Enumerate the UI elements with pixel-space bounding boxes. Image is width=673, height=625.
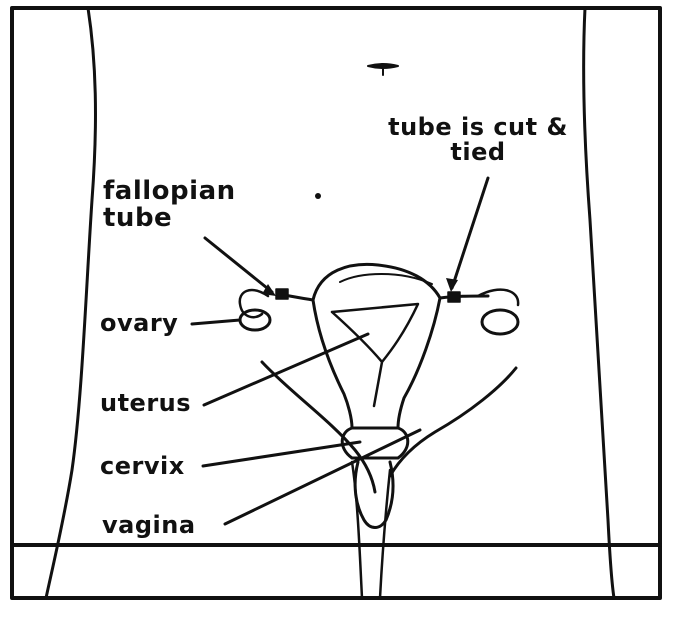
label-cervix: cervix [100, 454, 185, 479]
uterus-cavity [332, 304, 418, 406]
pubic-mound [352, 462, 362, 598]
label-vagina: vagina [102, 513, 196, 538]
ovary-right [482, 310, 518, 334]
body-outline-right [584, 8, 614, 598]
frame-border [12, 8, 660, 598]
label-tube-cut-tied: tube is cut & tied [378, 115, 578, 165]
groin-line-right [390, 368, 516, 476]
arrowhead-tube-cut [446, 278, 458, 292]
leader-fallopian [205, 238, 272, 292]
label-ovary: ovary [100, 311, 178, 336]
leader-ovary [192, 320, 240, 324]
pubic-mound-right [380, 470, 390, 598]
stray-dot [315, 193, 321, 199]
fallopian-tube-left-path [440, 296, 488, 298]
leader-tube-cut [452, 178, 488, 288]
tube-tie-right [448, 292, 460, 302]
label-fallopian-tube: fallopian tube [103, 178, 263, 233]
tube-tie-left [276, 289, 288, 299]
uterus-outline [313, 264, 440, 428]
ovary-left [240, 310, 270, 330]
label-uterus: uterus [100, 391, 191, 416]
leader-cervix [203, 442, 360, 466]
body-outline-left [46, 8, 95, 598]
